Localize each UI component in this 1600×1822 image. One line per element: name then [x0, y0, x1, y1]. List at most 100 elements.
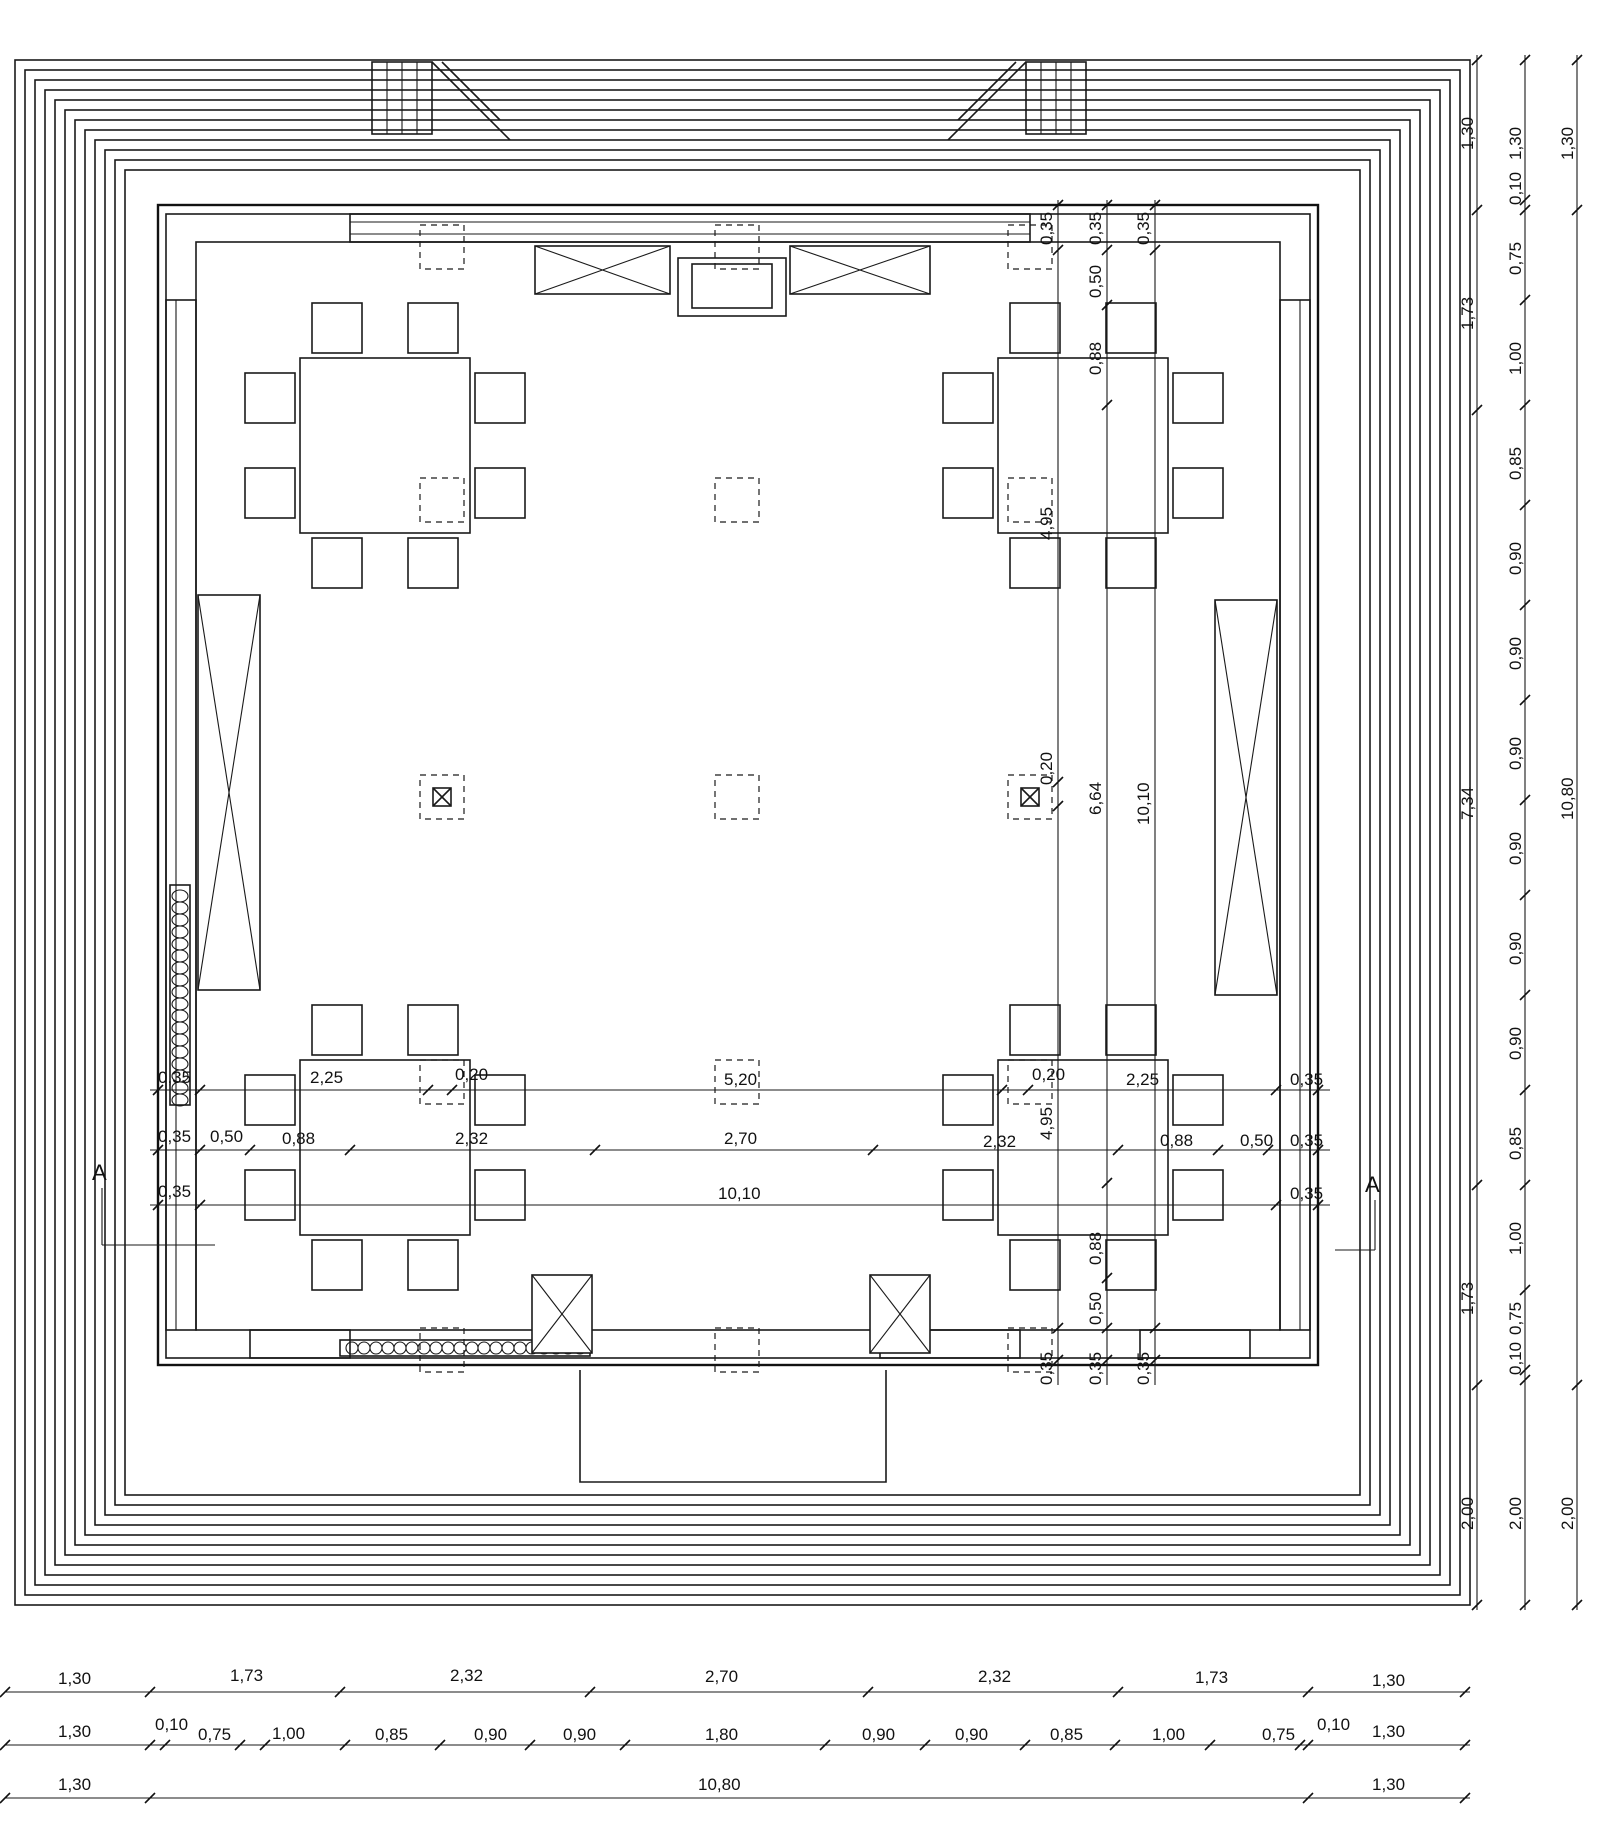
dim-tick [1212, 1144, 1224, 1156]
dim-text: 1,73 [1195, 1668, 1228, 1687]
bottom-row1: 1,30 1,73 2,32 2,70 2,32 1,73 1,30 [58, 1666, 1405, 1690]
chair [407, 1239, 459, 1291]
dim-tick [1302, 1739, 1314, 1751]
hatch-loop [171, 961, 189, 975]
column-post-cross [432, 787, 452, 807]
dim-text: 1,00 [1506, 342, 1525, 375]
dim-text: 0,75 [198, 1725, 231, 1744]
dim-tick [194, 1144, 206, 1156]
side-benches [197, 594, 1278, 996]
hatch-loop [345, 1341, 359, 1355]
dim-text: 2,32 [983, 1132, 1016, 1151]
dim-tick [1312, 1084, 1324, 1096]
dim-tick [1019, 1739, 1031, 1751]
step-outline [24, 69, 1461, 1596]
hatch-loop [393, 1341, 407, 1355]
column-marker [1007, 1059, 1053, 1105]
dim-tick [1471, 1379, 1483, 1391]
dim-text: 1,30 [58, 1722, 91, 1741]
dim-tick [244, 1144, 256, 1156]
column-marker [419, 1059, 465, 1105]
dining-table [299, 1059, 471, 1236]
dim-text: 0,90 [1506, 542, 1525, 575]
chair [474, 1074, 526, 1126]
dim-tick [1109, 1739, 1121, 1751]
dim-tick [1459, 1686, 1471, 1698]
dim-text: 2,00 [1458, 1497, 1477, 1530]
column-markers [419, 224, 1053, 1373]
dim-tick [159, 1739, 171, 1751]
hatch-loop [381, 1341, 395, 1355]
dim-text: 0,35 [1290, 1184, 1323, 1203]
right-dimension-ticks [1471, 54, 1583, 1611]
dim-text: 10,10 [718, 1184, 761, 1203]
dim-text: 0,75 [1506, 1302, 1525, 1335]
dim-text: 0,75 [1262, 1725, 1295, 1744]
hatch-loop [171, 913, 189, 927]
dim-text: 2,32 [978, 1667, 1011, 1686]
dim-tick [589, 1144, 601, 1156]
dim-text: 1,00 [1506, 1222, 1525, 1255]
column-marker [1007, 774, 1053, 820]
dim-tick [1101, 1272, 1113, 1284]
chair [244, 467, 296, 519]
dim-text: 0,88 [1160, 1131, 1193, 1150]
dim-text: 0,35 [1086, 212, 1105, 245]
chair [1172, 1074, 1224, 1126]
dim-text: 0,50 [210, 1127, 243, 1146]
dim-text: 7,34 [1458, 787, 1477, 820]
dim-tick [1519, 194, 1531, 206]
dim-text: 6,64 [1086, 782, 1105, 815]
dim-text: 0,35 [1290, 1131, 1323, 1150]
dim-tick [144, 1686, 156, 1698]
dim-tick [152, 1084, 164, 1096]
bottom-cabinets [531, 1274, 931, 1483]
dim-text: 1,30 [1506, 127, 1525, 160]
chair [942, 467, 994, 519]
dim-tick [1302, 1686, 1314, 1698]
dim-text: 0,90 [1506, 637, 1525, 670]
top-counters [534, 245, 931, 317]
right-col1: 1,30 1,73 7,34 1,73 2,00 [1458, 117, 1477, 1530]
chair [942, 1074, 994, 1126]
dim-text: 1,30 [1558, 127, 1577, 160]
dim-text: 2,70 [724, 1129, 757, 1148]
chair [311, 537, 363, 589]
step-outline [74, 119, 1411, 1546]
hatch-loop [357, 1341, 371, 1355]
dim-text: 0,85 [1506, 1127, 1525, 1160]
dim-text: 0,10 [1317, 1715, 1350, 1734]
hatch-loop [171, 1093, 189, 1107]
chair [1105, 1239, 1157, 1291]
dim-tick [619, 1739, 631, 1751]
dim-text: 0,88 [1086, 1232, 1105, 1265]
dim-tick [1149, 1322, 1161, 1334]
dim-text: 0,20 [455, 1065, 488, 1084]
dim-text: 0,85 [375, 1725, 408, 1744]
dim-tick [1052, 199, 1064, 211]
dim-tick [144, 1792, 156, 1804]
chair [407, 1004, 459, 1056]
dim-tick [1459, 1792, 1471, 1804]
dim-tick [1519, 1284, 1531, 1296]
column-marker [419, 224, 465, 270]
dim-text: 1,30 [58, 1775, 91, 1794]
dim-tick [152, 1199, 164, 1211]
dim-tick [1519, 599, 1531, 611]
hatch-loop [477, 1341, 491, 1355]
dim-text: 2,32 [450, 1666, 483, 1685]
bottom-dimension-chain [5, 1691, 1470, 1799]
dim-tick [1101, 199, 1113, 211]
interior-dimension-ticks [152, 199, 1324, 1366]
dim-tick [1459, 1739, 1471, 1751]
hatch-loop [171, 925, 189, 939]
column-marker [714, 224, 760, 270]
dim-tick [1519, 1599, 1531, 1611]
step-outline [124, 169, 1361, 1496]
chair [1105, 1004, 1157, 1056]
hatch-loop [171, 901, 189, 915]
dim-tick [0, 1739, 11, 1751]
hatch-loop [171, 1021, 189, 1035]
dim-tick [1519, 889, 1531, 901]
